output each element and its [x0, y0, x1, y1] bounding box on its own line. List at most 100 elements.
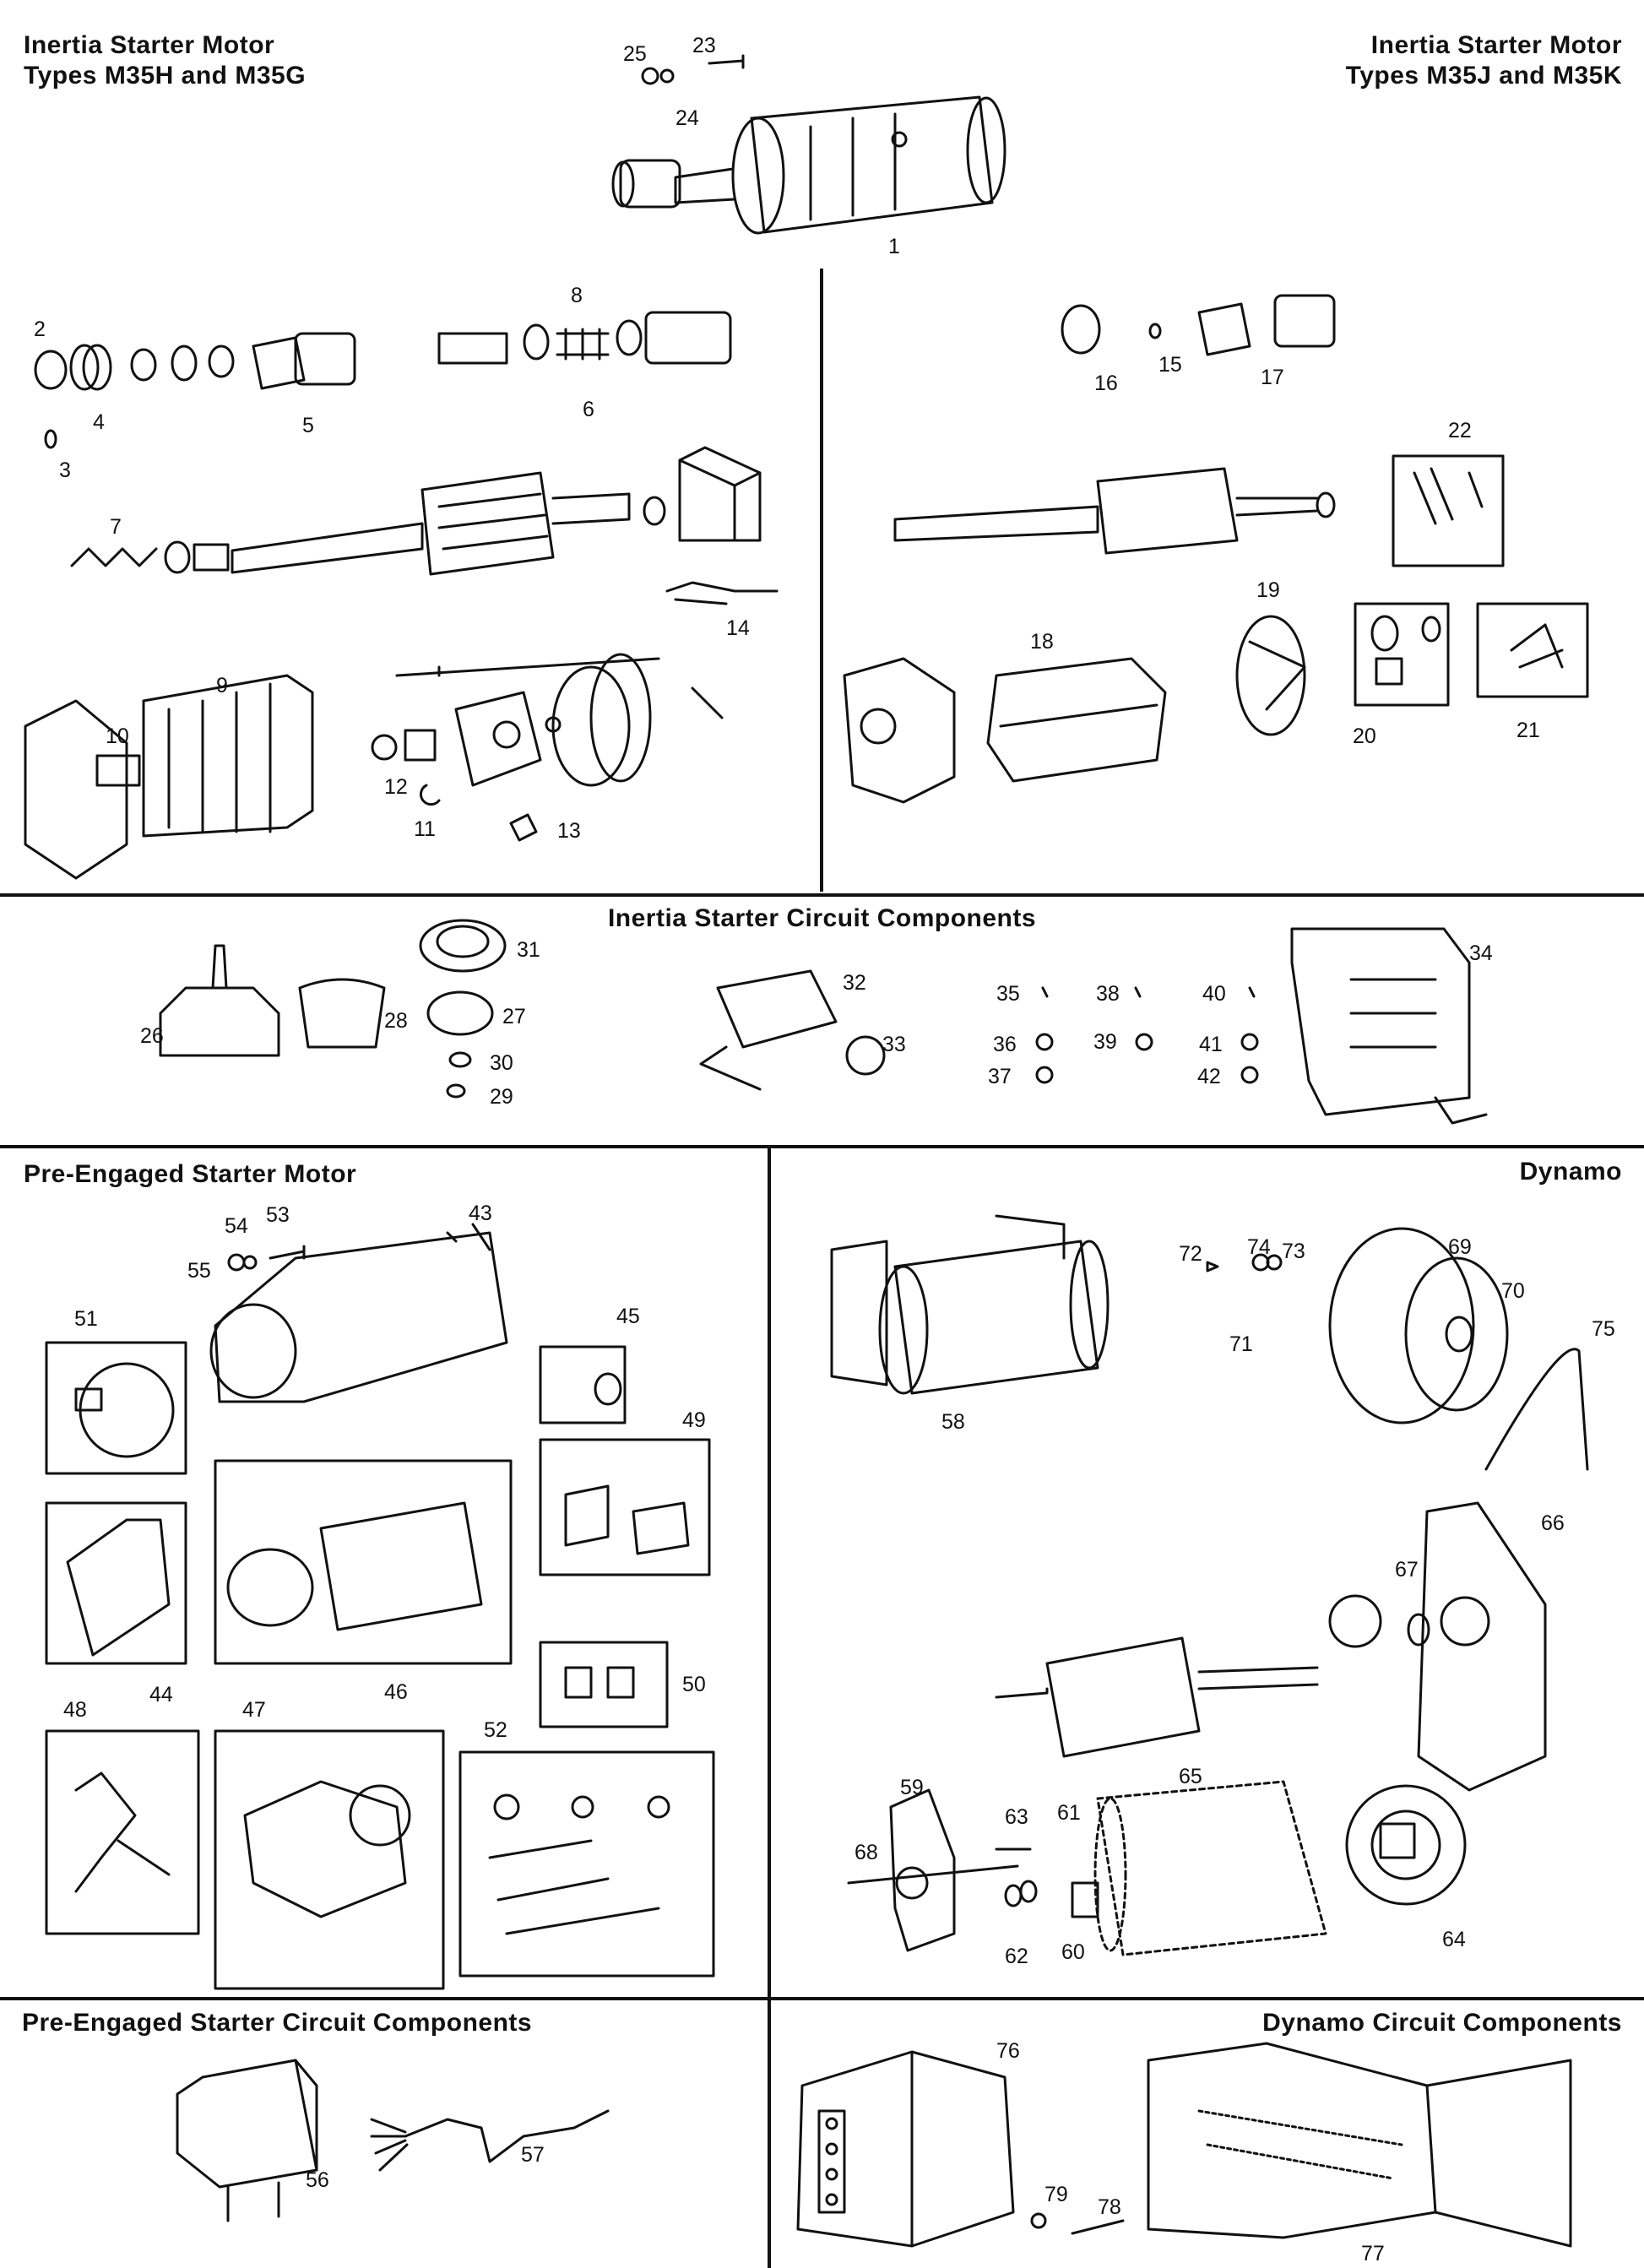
callout-11: 11	[414, 817, 436, 841]
inertia-starter-motor-art	[611, 54, 1006, 235]
callout-12: 12	[384, 775, 408, 799]
pre-engaged-circuit-title: Pre-Engaged Starter Circuit Components	[22, 2009, 533, 2037]
callout-28: 28	[384, 1009, 408, 1033]
callout-4: 4	[93, 410, 105, 434]
callout-16: 16	[1094, 372, 1118, 395]
callout-77: 77	[1361, 2242, 1385, 2265]
callout-19: 19	[1256, 578, 1280, 602]
callout-10: 10	[106, 724, 129, 748]
callout-33: 33	[882, 1033, 906, 1056]
callout-40: 40	[1202, 982, 1226, 1006]
callout-3: 3	[59, 458, 71, 482]
callout-65: 65	[1179, 1765, 1202, 1788]
callout-57: 57	[521, 2143, 545, 2167]
callout-37: 37	[988, 1065, 1012, 1088]
callout-13: 13	[557, 819, 581, 843]
callout-labels: 1 2 3 4 5 6 7 8 9 10 11 12 13 14 15 16 1…	[34, 34, 1615, 2265]
callout-49: 49	[682, 1408, 706, 1432]
callout-41: 41	[1199, 1033, 1223, 1056]
callout-38: 38	[1096, 982, 1120, 1006]
yoke-and-end-bracket-art	[24, 653, 724, 880]
callout-58: 58	[941, 1410, 965, 1434]
callout-63: 63	[1005, 1805, 1028, 1829]
callout-27: 27	[502, 1005, 526, 1028]
callout-64: 64	[1442, 1928, 1466, 1951]
inertia-k-title-line1: Inertia Starter Motor	[1370, 31, 1622, 59]
callout-71: 71	[1229, 1332, 1253, 1356]
dynamo-title: Dynamo	[1519, 1158, 1622, 1186]
callout-60: 60	[1061, 1940, 1085, 1964]
callout-48: 48	[63, 1698, 87, 1722]
callout-30: 30	[490, 1051, 513, 1075]
callout-78: 78	[1098, 2195, 1121, 2219]
callout-35: 35	[996, 982, 1020, 1006]
callout-7: 7	[110, 515, 122, 539]
callout-69: 69	[1448, 1235, 1472, 1259]
callout-54: 54	[225, 1214, 248, 1238]
callout-43: 43	[469, 1202, 492, 1225]
callout-21: 21	[1516, 719, 1540, 742]
callout-23: 23	[692, 34, 716, 57]
dynamo-circuit-art	[796, 2042, 1572, 2248]
callout-42: 42	[1197, 1065, 1221, 1088]
callout-25: 25	[623, 42, 647, 66]
callout-53: 53	[266, 1203, 290, 1227]
callout-18: 18	[1030, 630, 1054, 654]
inertia-k-title-line2: Types M35J and M35K	[1345, 62, 1622, 90]
inertia-k-parts-art	[843, 294, 1589, 804]
divider-lower-vertical	[768, 1147, 771, 2268]
callout-31: 31	[517, 938, 540, 962]
inertia-circuit-art	[159, 919, 1488, 1125]
callout-44: 44	[149, 1683, 173, 1706]
callout-70: 70	[1501, 1279, 1525, 1303]
callout-17: 17	[1261, 366, 1284, 389]
divider-inertia-bottom	[0, 893, 1644, 897]
callout-45: 45	[616, 1305, 640, 1328]
dynamo-art	[830, 1214, 1589, 1956]
callout-79: 79	[1044, 2183, 1068, 2206]
dynamo-circuit-title: Dynamo Circuit Components	[1262, 2009, 1622, 2037]
divider-lower-bottom	[0, 1997, 1644, 2000]
drive-pinion-parts-art	[34, 311, 732, 449]
callout-75: 75	[1592, 1317, 1615, 1341]
callout-1: 1	[888, 235, 900, 258]
callout-66: 66	[1541, 1511, 1565, 1535]
callout-36: 36	[993, 1033, 1017, 1056]
pre-engaged-starter-art	[45, 1223, 715, 1990]
inertia-k-title: Inertia Starter Motor Types M35J and M35…	[1346, 30, 1622, 91]
callout-59: 59	[900, 1776, 924, 1799]
callout-6: 6	[583, 398, 594, 421]
pre-engaged-circuit-art	[176, 2059, 610, 2222]
callout-22: 22	[1448, 419, 1472, 442]
inertia-g-title-line1: Inertia Starter Motor	[24, 31, 275, 59]
callout-55: 55	[187, 1259, 211, 1283]
pre-engaged-title: Pre-Engaged Starter Motor	[24, 1160, 357, 1188]
callout-68: 68	[855, 1841, 878, 1864]
callout-67: 67	[1395, 1558, 1419, 1582]
callout-15: 15	[1158, 353, 1182, 377]
callout-29: 29	[490, 1085, 513, 1109]
callout-2: 2	[34, 317, 46, 341]
callout-50: 50	[682, 1673, 706, 1696]
callout-51: 51	[74, 1307, 98, 1331]
callout-26: 26	[140, 1024, 164, 1048]
callout-14: 14	[726, 616, 750, 640]
inertia-circuit-title: Inertia Starter Circuit Components	[607, 904, 1037, 932]
callout-34: 34	[1469, 941, 1493, 965]
divider-inertia-vertical	[820, 269, 823, 892]
callout-32: 32	[843, 971, 866, 995]
callout-5: 5	[302, 414, 314, 437]
callout-56: 56	[306, 2168, 329, 2192]
callout-76: 76	[996, 2039, 1020, 2063]
divider-circuit-bottom	[0, 1145, 1644, 1148]
callout-24: 24	[676, 106, 699, 130]
callout-8: 8	[571, 284, 583, 307]
callout-62: 62	[1005, 1945, 1028, 1968]
inertia-g-title-line2: Types M35H and M35G	[24, 62, 307, 90]
callout-46: 46	[384, 1680, 408, 1704]
callout-61: 61	[1057, 1801, 1081, 1825]
callout-47: 47	[242, 1698, 266, 1722]
callout-72: 72	[1179, 1242, 1202, 1266]
